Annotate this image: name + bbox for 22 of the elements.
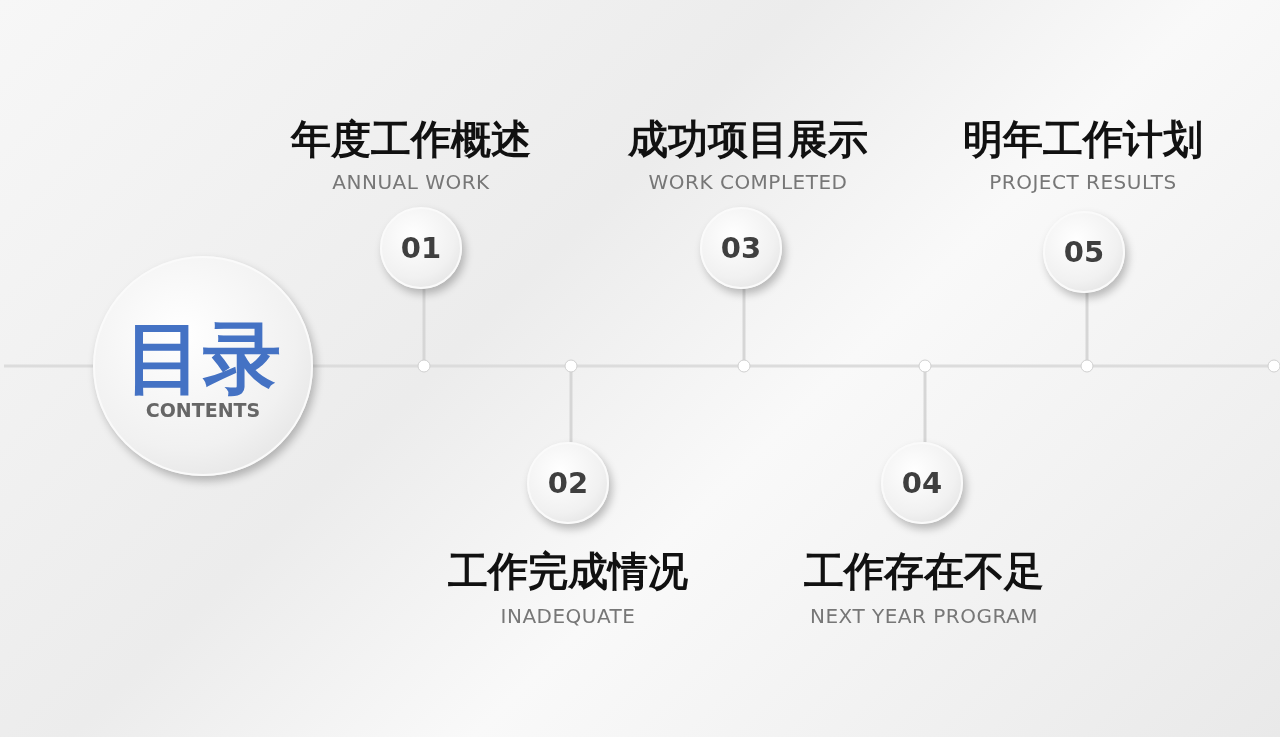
- section-heading: 成功项目展示: [628, 115, 868, 164]
- number-circle: [380, 207, 462, 289]
- section-subtitle: PROJECT RESULTS: [989, 170, 1177, 194]
- number-circle: [527, 442, 609, 524]
- contents-heading: 目录: [125, 319, 281, 397]
- number-circle: [1043, 211, 1125, 293]
- section-subtitle: NEXT YEAR PROGRAM: [810, 604, 1038, 628]
- item-number: 01: [400, 231, 442, 265]
- item-number: 02: [547, 466, 589, 500]
- section-heading: 工作存在不足: [804, 547, 1044, 596]
- section-subtitle: WORK COMPLETED: [648, 170, 848, 194]
- section-heading: 年度工作概述: [291, 115, 531, 164]
- section-subtitle: ANNUAL WORK: [332, 170, 490, 194]
- item-number: 05: [1063, 235, 1105, 269]
- item-number: 03: [720, 231, 762, 265]
- item-number: 04: [901, 466, 943, 500]
- number-circle: [700, 207, 782, 289]
- section-heading: 明年工作计划: [963, 115, 1203, 164]
- section-subtitle: INADEQUATE: [500, 604, 636, 628]
- number-circle: [881, 442, 963, 524]
- contents-subtitle: CONTENTS: [145, 399, 261, 421]
- section-heading: 工作完成情况: [448, 547, 688, 596]
